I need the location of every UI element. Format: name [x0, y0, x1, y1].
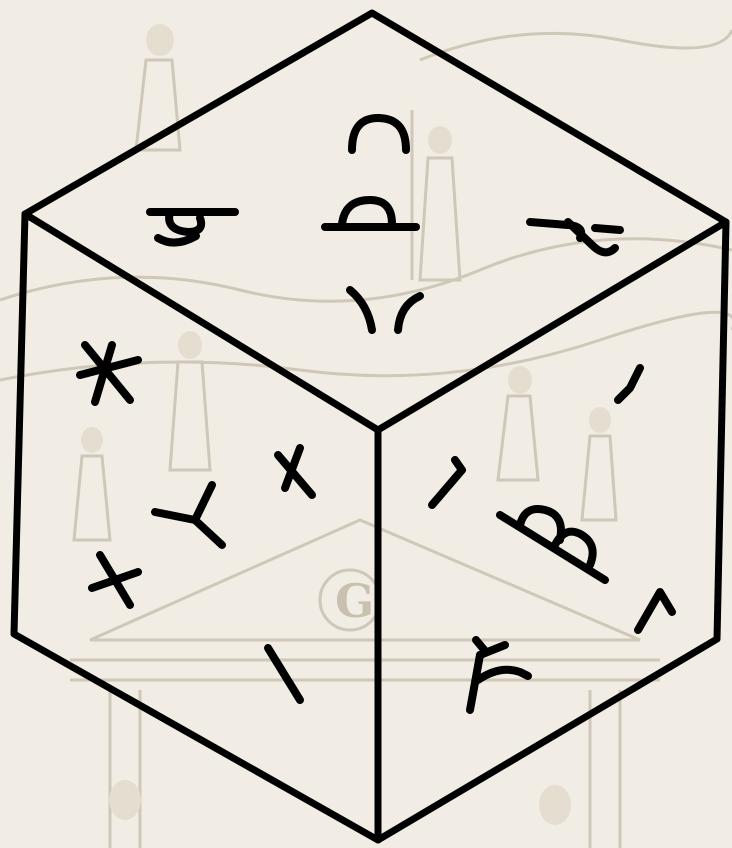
engraved-figure-middle-left	[170, 331, 210, 470]
symbol-hand-left	[150, 212, 235, 243]
engraved-figure-right	[498, 366, 616, 520]
symbol-tri-branch	[155, 485, 222, 545]
symbol-stroke-diagonal	[268, 648, 300, 700]
left-face-symbols	[80, 345, 312, 700]
symbol-dome-on-line	[325, 200, 416, 227]
background-engraving: G	[0, 24, 732, 848]
symbol-star-figure	[80, 345, 138, 402]
emblem-letter-g: G	[335, 574, 374, 628]
engraved-figure-center	[412, 110, 460, 280]
symbol-check-mark	[618, 368, 640, 400]
symbol-hook-stroke	[432, 460, 462, 505]
symbol-caret	[638, 592, 672, 630]
symbol-arch	[352, 118, 406, 150]
symbol-hand-right	[530, 222, 620, 252]
symbol-cross-tilted-upper	[278, 448, 312, 495]
symbol-cross-tilted-lower	[92, 555, 138, 605]
engraved-figure-far-left	[74, 427, 110, 540]
symbol-running-figure	[470, 640, 528, 710]
engraved-temple: G	[70, 520, 660, 848]
